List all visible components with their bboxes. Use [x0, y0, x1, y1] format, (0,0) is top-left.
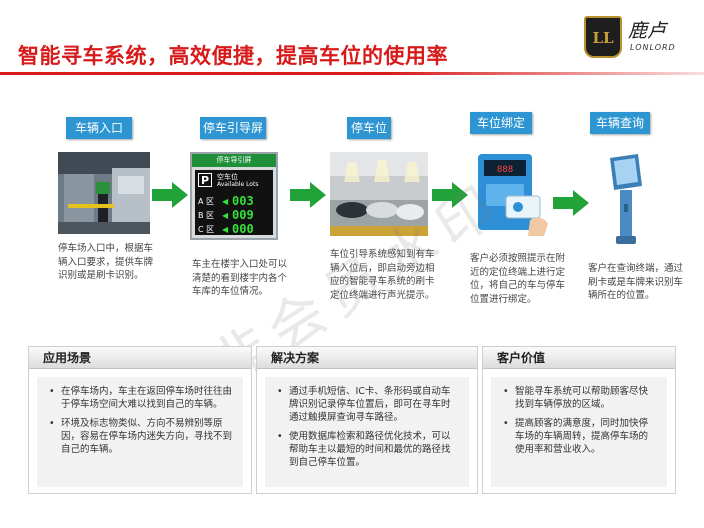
- box-application-scenarios: 应用场景 在停车场内，车主在返回停车场时往往由于停车场空间大难以找到自己的车辆。…: [28, 346, 252, 494]
- step-label-entrance: 车辆入口: [66, 117, 132, 139]
- arrow-left-icon: ◀: [222, 196, 229, 206]
- guidance-screen-en-title: Available Lots: [217, 181, 259, 188]
- arrow-left-icon: ◀: [222, 224, 229, 234]
- list-item: 环境及标志物类似、方向不易辨别等原因，容易在停车场内迷失方向，寻找不到自己的车辆…: [47, 417, 233, 456]
- step-label-space-binding: 车位绑定: [470, 112, 532, 134]
- zone-row: C 区 ◀ 000: [198, 222, 254, 236]
- parking-p-icon: P: [198, 173, 212, 187]
- step-desc-guidance-screen: 车主在楼宇入口处可以清楚的看到楼宇内各个车库的车位情况。: [192, 259, 288, 297]
- step-label-guidance-screen: 停车引导屏: [200, 117, 266, 139]
- zone-row: A 区 ◀ 003: [198, 194, 254, 208]
- parking-lot-photo-icon: [330, 152, 428, 236]
- step-label-parking-space: 停车位: [347, 117, 391, 139]
- step-desc-space-binding: 客户必须按照提示在附近的定位终端上进行定位，将自己的车与停车位置进行绑定。: [470, 253, 566, 305]
- step-label-vehicle-query: 车辆查询: [590, 112, 650, 134]
- step-desc-entrance: 停车场入口中，根据车辆入口要求，提供车牌识别或是刷卡识别。: [58, 243, 154, 281]
- page-title: 智能寻车系统，高效便捷，提高车位的使用率: [18, 44, 448, 68]
- arrow-right-icon: [432, 182, 468, 208]
- step-desc-vehicle-query: 客户在查询终端，通过刷卡或是车牌来识别车辆所在的位置。: [588, 263, 684, 301]
- arrow-right-icon: [290, 182, 326, 208]
- list-item: 使用数据库检索和路径优化技术，可以帮助车主以最短的时间和最优的路径找到自己停车位…: [275, 430, 459, 469]
- box-title: 解决方案: [257, 347, 477, 369]
- list-item: 在停车场内，车主在返回停车场时往往由于停车场空间大难以找到自己的车辆。: [47, 385, 233, 411]
- logo-english-name: LONLORD: [630, 43, 676, 52]
- query-kiosk-icon: [604, 152, 646, 248]
- svg-text:888: 888: [497, 165, 513, 175]
- arrow-right-icon: [553, 190, 589, 216]
- guidance-screen-header: 停车导引屏: [192, 154, 276, 167]
- guidance-screen-cn-title: 空车位: [217, 173, 238, 181]
- box-title: 应用场景: [29, 347, 251, 369]
- card-terminal-icon: 888: [472, 150, 550, 236]
- logo-badge-icon: LL: [584, 16, 622, 58]
- logo-chinese-name: 鹿卢: [628, 20, 667, 42]
- guidance-screen-icon: 停车导引屏 P 空车位 Available Lots A 区 ◀ 003 B 区…: [190, 152, 278, 240]
- arrow-left-icon: ◀: [222, 210, 229, 220]
- list-item: 智能寻车系统可以帮助顾客尽快找到车辆停放的区域。: [501, 385, 657, 411]
- list-item: 通过手机短信、IC卡、条形码或自动车牌识别记录停车位置后，即可在寻车时通过触摸屏…: [275, 385, 459, 424]
- step-desc-parking-space: 车位引导系统感知到有车辆入位后，即启动旁边相应的智能寻车系统的刷卡定位终端进行声…: [330, 249, 435, 301]
- box-title: 客户价值: [483, 347, 675, 369]
- box-customer-value: 客户价值 智能寻车系统可以帮助顾客尽快找到车辆停放的区域。 提高顾客的满意度，同…: [482, 346, 676, 494]
- list-item: 提高顾客的满意度，同时加快停车场的车辆周转，提高停车场的使用率和营业收入。: [501, 417, 657, 456]
- brand-logo: LL 鹿卢 LONLORD: [584, 12, 694, 62]
- zone-row: B 区 ◀ 009: [198, 208, 254, 222]
- arrow-right-icon: [152, 182, 188, 208]
- title-underline: [0, 72, 704, 75]
- box-solution: 解决方案 通过手机短信、IC卡、条形码或自动车牌识别记录停车位置后，即可在寻车时…: [256, 346, 478, 494]
- entrance-photo-icon: [58, 152, 150, 234]
